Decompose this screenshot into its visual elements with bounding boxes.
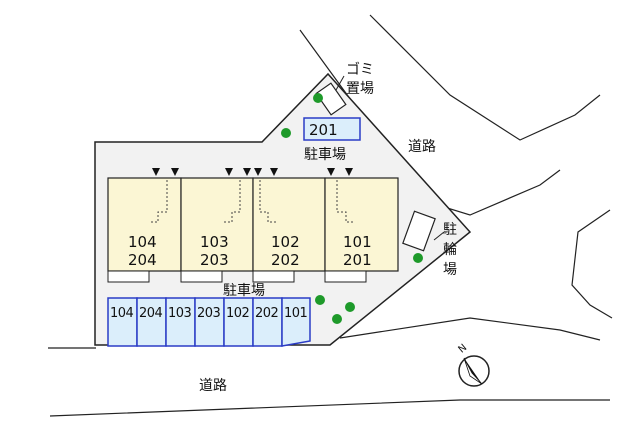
compass-icon: N — [456, 342, 490, 387]
stair-path-4 — [336, 180, 354, 223]
unit-label-upper: 201 — [343, 251, 372, 269]
bicycle-label-line3: 場 — [443, 262, 457, 278]
parking-stall-label: 103 — [168, 306, 192, 321]
entrance-marker — [171, 168, 179, 176]
porches — [107, 270, 367, 283]
parking-stall-label: 202 — [255, 306, 278, 321]
unit-block-3 — [252, 177, 326, 272]
porch — [324, 270, 367, 283]
entrance-marker — [152, 168, 160, 176]
parking-stall-label: 102 — [226, 306, 249, 321]
parking-stall-label: 104 — [110, 306, 134, 321]
unit-label-lower: 103 — [200, 233, 229, 251]
parking-stall — [281, 297, 311, 347]
garbage-label-line1: ゴミ — [346, 61, 374, 78]
parking-stall — [165, 297, 196, 347]
trees — [281, 93, 423, 324]
compass-needle — [464, 358, 482, 384]
stair-path-3 — [259, 180, 276, 223]
unit-label-lower: 101 — [343, 233, 372, 251]
porch — [180, 270, 223, 283]
parking-stall-label: 204 — [139, 306, 163, 321]
parking-stall — [252, 297, 283, 347]
road-label-south: 道路 — [199, 378, 227, 394]
bicycle-pointer — [433, 231, 445, 241]
unit-label-lower: 102 — [271, 233, 300, 251]
stair-path-1 — [150, 180, 168, 223]
tree-icon — [413, 253, 423, 263]
parking-bottom-label: 駐車場 — [223, 282, 265, 299]
parking-top-label: 駐車場 — [304, 146, 346, 163]
unit-label-upper: 202 — [271, 251, 300, 269]
parking-stall-labels: 104 204 103 203 102 202 101 — [110, 306, 308, 321]
garbage-box — [315, 82, 347, 116]
entrance-marker — [270, 168, 278, 176]
unit-labels: 104 204 103 203 102 202 101 201 — [128, 233, 372, 269]
tree-icon — [281, 128, 291, 138]
tree-icon — [313, 93, 323, 103]
garbage-pointer — [335, 75, 345, 91]
bicycle-parking-box — [402, 210, 436, 252]
unit-label-upper: 204 — [128, 251, 157, 269]
entrance-marker — [254, 168, 262, 176]
tree-icon — [345, 302, 355, 312]
garbage-label-line2: 置場 — [346, 81, 374, 97]
road-edge-south — [48, 317, 601, 349]
parking-stall-label: 203 — [197, 306, 221, 321]
compass-ring — [458, 355, 490, 387]
porch — [252, 270, 295, 283]
bicycle-label-line2: 輪 — [443, 241, 457, 258]
parking-bottom — [107, 297, 311, 347]
stair-paths — [150, 180, 354, 223]
road-edge-south-outer — [49, 399, 610, 417]
parking-stall — [136, 297, 167, 347]
road-edge-east — [571, 209, 613, 319]
parking-stall — [223, 297, 254, 347]
entrance-markers — [152, 168, 353, 176]
road-edges — [48, 14, 613, 417]
entrance-marker — [345, 168, 353, 176]
stair-path-2 — [224, 180, 241, 223]
road-edge-north-outer — [369, 14, 601, 141]
unit-label-lower: 104 — [128, 233, 157, 251]
road-label-north-east: 道路 — [408, 139, 436, 155]
parking-stall-label: 101 — [284, 306, 308, 321]
entrance-marker — [327, 168, 335, 176]
entrance-marker — [225, 168, 233, 176]
unit-label-upper: 203 — [200, 251, 229, 269]
compass-north-label: N — [456, 342, 469, 355]
parking-stall-top — [303, 117, 361, 141]
parking-stall-top-label: 201 — [309, 121, 338, 139]
unit-block-2 — [180, 177, 254, 272]
tree-icon — [315, 295, 325, 305]
bicycle-label-line1: 駐 — [443, 222, 457, 238]
tree-icon — [332, 314, 342, 324]
entrance-marker — [243, 168, 251, 176]
compass-needle-tail — [463, 357, 483, 385]
porch — [107, 270, 150, 283]
